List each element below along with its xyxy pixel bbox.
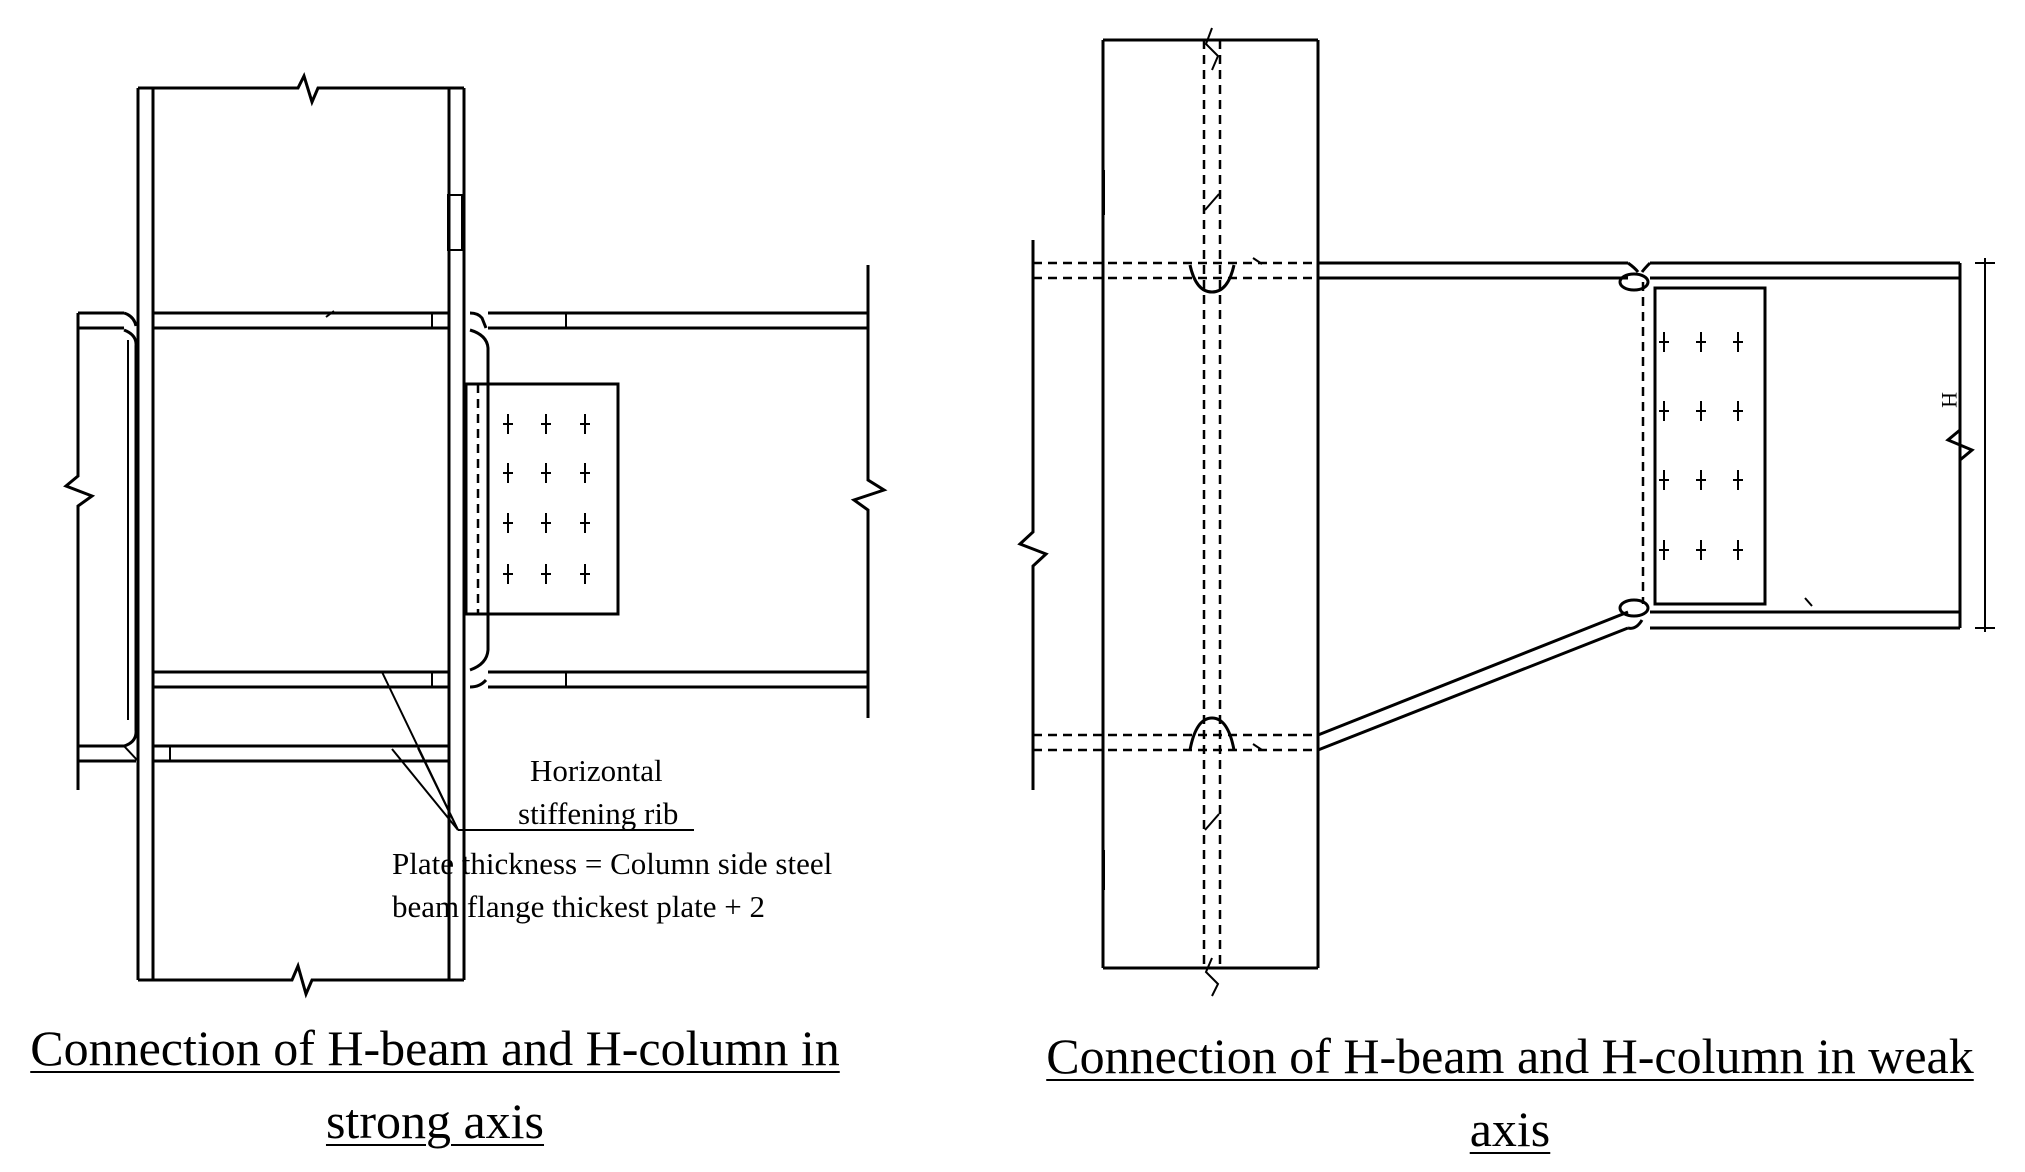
rib-annotation-line2: stiffening rib [518,796,679,831]
dimension-h [1945,258,1995,632]
caption-strong-axis: Connection of H-beam and H-column in str… [15,1012,855,1157]
splice-bolt-group [1659,332,1743,560]
bolt [541,513,551,533]
bolt [1659,401,1669,421]
column-break-bottom [138,961,464,999]
right-beam [469,265,888,718]
caption-strong-axis-line1: Connection of H-beam and H-column in [30,1020,840,1076]
bolt [1696,470,1706,490]
bolt [580,564,590,584]
bolt [541,564,551,584]
bolt [580,513,590,533]
bolt [1659,470,1669,490]
left-beam [63,311,139,790]
column-flange-left [136,88,155,980]
column-web [1103,27,1222,997]
left-beam-stub [1017,240,1318,790]
bolt [1733,401,1743,421]
bolt [503,414,513,434]
bolt [1696,401,1706,421]
bolt [580,463,590,483]
column-outline [1101,38,1320,970]
caption-weak-axis: Connection of H-beam and H-column in wea… [1020,1020,2000,1165]
bolt [503,564,513,584]
column-flange-right [447,88,466,980]
bolt [503,463,513,483]
bolt [541,463,551,483]
rib-annotation-line1: Horizontal [530,753,663,788]
stiffening-rib-bottom [153,670,449,763]
bolt [1733,540,1743,560]
bolt [1733,332,1743,352]
caption-weak-axis-line1: Connection of H-beam and H-column in wea… [1046,1028,1974,1084]
dimension-h-label: H [1937,392,1962,408]
bolt [1733,470,1743,490]
bolt [1696,332,1706,352]
bolt [580,414,590,434]
column-break-top [138,71,464,107]
bolt [541,414,551,434]
caption-weak-axis-line2: axis [1469,1100,1551,1157]
plate-thickness-annotation-line1: Plate thickness = Column side steel [392,846,833,881]
bolt [1659,332,1669,352]
bolt [503,513,513,533]
bolt-group [503,414,590,584]
strong-axis-connection [63,71,888,999]
bolt [1696,540,1706,560]
continuity-plates [1188,264,1236,751]
haunched-beam [1317,261,1962,752]
splice-plate [1641,282,1767,606]
stiffening-rib-top [153,310,449,330]
caption-strong-axis-line2: strong axis [325,1092,545,1149]
plate-thickness-annotation-line2: beam flange thickest plate + 2 [392,889,765,924]
shear-plate [464,382,620,616]
leader-lines [381,671,694,831]
weak-axis-connection [1017,27,1995,997]
bolt [1659,540,1669,560]
